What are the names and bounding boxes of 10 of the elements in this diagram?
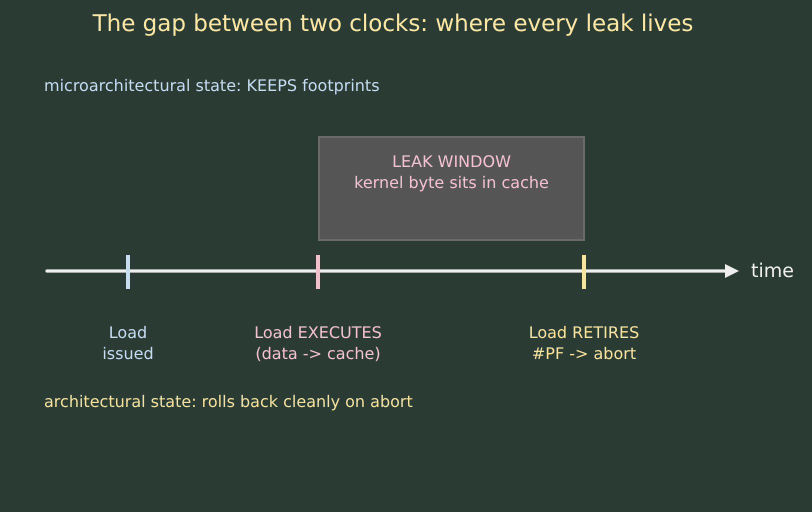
window-heading: LEAK WINDOW [392,151,511,172]
event-label: Load issued [101,322,155,364]
state-note: architectural state: rolls back cleanly on abort [44,391,413,412]
event-label: Load RETIRES #PF -> abort [528,322,640,364]
diagram-title: The gap between two clocks: where every leak lives [92,10,694,39]
state-note: microarchitectural state: KEEPS footprints [44,75,380,96]
leak-window-box [318,136,585,241]
event-label: Load EXECUTES (data -> cache) [253,322,383,364]
axis-label: time [751,260,794,282]
window-caption: kernel byte sits in cache [354,172,549,193]
